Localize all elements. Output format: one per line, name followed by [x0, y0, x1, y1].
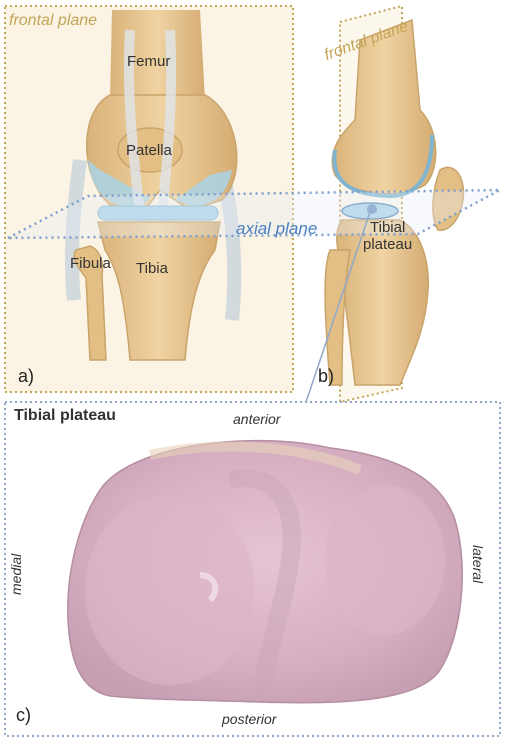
tibial-plateau-label-line2: plateau — [363, 236, 413, 253]
patella-label: Patella — [126, 142, 172, 159]
axial-plane — [7, 188, 501, 240]
axial-plane-label: axial plane — [236, 219, 318, 238]
tibia-label: Tibia — [136, 260, 168, 277]
knee-side-illustration — [324, 4, 465, 404]
femur-label: Femur — [127, 53, 171, 70]
panel-a-letter: a) — [18, 366, 35, 386]
panel-c-box — [4, 401, 501, 737]
panel-c-letter: c) — [16, 705, 31, 725]
anterior-label: anterior — [233, 411, 281, 427]
tibial-plateau-label-line1: Tibial — [370, 219, 406, 236]
posterior-label: posterior — [222, 711, 277, 727]
lateral-label: lateral — [470, 545, 486, 584]
tibial-plateau-specimen — [67, 439, 463, 704]
medial-label: medial — [8, 553, 24, 595]
panel-c-title: Tibial plateau — [14, 407, 116, 424]
panel-b-letter: b) — [318, 366, 335, 386]
connector-line — [305, 211, 371, 403]
frontal-plane-label-a: frontal plane — [9, 12, 98, 29]
fibula-label: Fibula — [70, 255, 111, 272]
